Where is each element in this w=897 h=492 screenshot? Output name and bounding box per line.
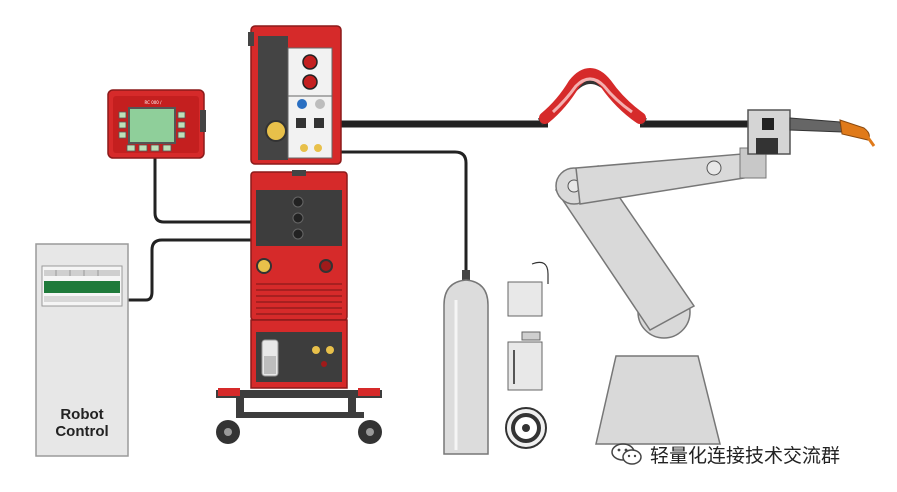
robot-control-cabinet — [35, 243, 129, 457]
wire-feeder-unit — [248, 25, 342, 165]
watermark-text: 轻量化连接技术交流群 — [650, 444, 841, 467]
gas-cylinder — [443, 270, 489, 455]
robot-control-label-line1: Robot — [60, 406, 104, 423]
pendant-screen — [128, 107, 176, 144]
robot-base — [595, 355, 721, 445]
wire-spool — [505, 407, 547, 449]
robot-upper-arm — [575, 153, 745, 205]
wechat-icon — [611, 443, 642, 465]
power-source-unit — [250, 170, 348, 321]
pendant-model-label: RC 000 / — [144, 100, 162, 105]
feeder-reel — [265, 120, 287, 142]
robot-control-label: Robot Control — [36, 406, 128, 440]
robot-control-cable — [128, 238, 252, 302]
welding-torch — [789, 117, 876, 147]
remote-pendant — [107, 89, 206, 159]
hose-sleeve — [539, 68, 646, 124]
gas-hose — [336, 150, 468, 278]
control-display-bar — [44, 281, 120, 293]
cooling-unit — [250, 319, 348, 389]
vent-grille — [256, 283, 342, 315]
trolley — [216, 388, 382, 444]
wire-spool-canister — [507, 331, 543, 391]
pendant-cable — [153, 158, 252, 224]
watermark: 轻量化连接技术交流群 — [610, 440, 840, 468]
wire-drum — [507, 261, 549, 317]
power-source-connector — [256, 258, 272, 274]
robot-control-label-line2: Control — [55, 423, 109, 440]
robot-arm — [554, 109, 791, 445]
